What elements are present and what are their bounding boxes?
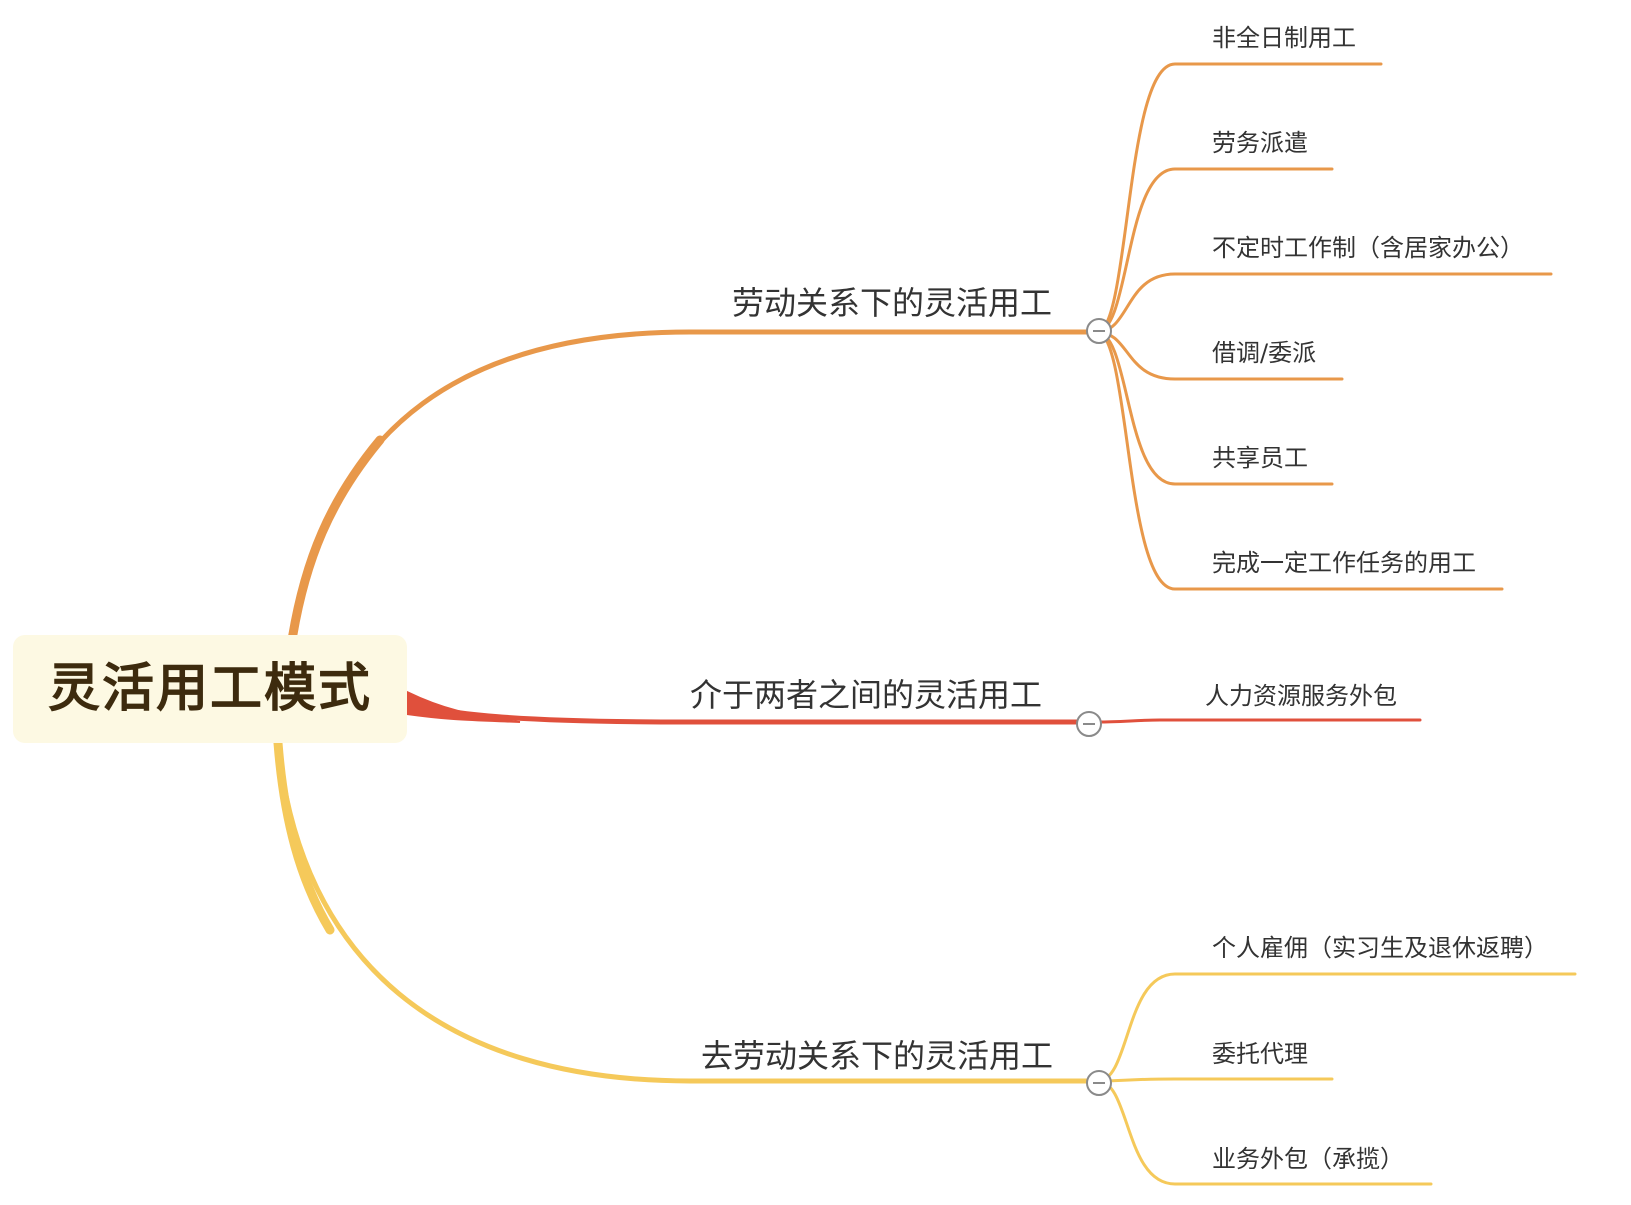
leaf-topic[interactable]: 人力资源服务外包 xyxy=(1205,682,1397,710)
connector-branch-1-leaf-3 xyxy=(1095,272,1553,334)
branch-topic-non-labor-relation[interactable]: 去劳动关系下的灵活用工 xyxy=(701,1037,1054,1075)
connector-branch-2-leaf-1 xyxy=(1096,718,1422,724)
collapse-toggle-branch-2[interactable] xyxy=(1076,711,1102,737)
leaf-topic[interactable]: 个人雇佣（实习生及退休返聘） xyxy=(1212,934,1548,962)
leaf-topic[interactable]: 劳务派遣 xyxy=(1212,129,1308,157)
leaf-topic[interactable]: 委托代理 xyxy=(1212,1040,1308,1068)
connector-root-branch-1 xyxy=(289,329,1098,643)
leaf-topic[interactable]: 不定时工作制（含居家办公） xyxy=(1212,234,1524,262)
connector-root-branch-1-thick xyxy=(287,435,385,645)
connector-root-branch-2-taper xyxy=(406,690,521,723)
connector-root-branch-3-thick xyxy=(273,738,335,935)
leaf-topic[interactable]: 非全日制用工 xyxy=(1212,24,1356,52)
leaf-topic[interactable]: 共享员工 xyxy=(1212,444,1308,472)
root-topic-label: 灵活用工模式 xyxy=(47,659,372,719)
connector-branch-1-leaf-6 xyxy=(1095,330,1504,591)
connector-branch-3-leaf-1 xyxy=(1096,972,1577,1083)
connector-branch-1-leaf-1 xyxy=(1095,62,1383,334)
leaf-topic[interactable]: 借调/委派 xyxy=(1212,339,1317,367)
collapse-toggle-branch-3[interactable] xyxy=(1086,1070,1112,1096)
branch-topic-labor-relation[interactable]: 劳动关系下的灵活用工 xyxy=(732,284,1053,322)
root-node[interactable] xyxy=(13,635,407,743)
leaf-topic[interactable]: 业务外包（承揽） xyxy=(1212,1145,1404,1173)
branch-topic-in-between[interactable]: 介于两者之间的灵活用工 xyxy=(690,676,1043,714)
collapse-toggle-branch-1[interactable] xyxy=(1086,318,1112,344)
leaf-topic[interactable]: 完成一定工作任务的用工 xyxy=(1212,549,1476,577)
connector-branch-3-leaf-2 xyxy=(1096,1077,1334,1083)
